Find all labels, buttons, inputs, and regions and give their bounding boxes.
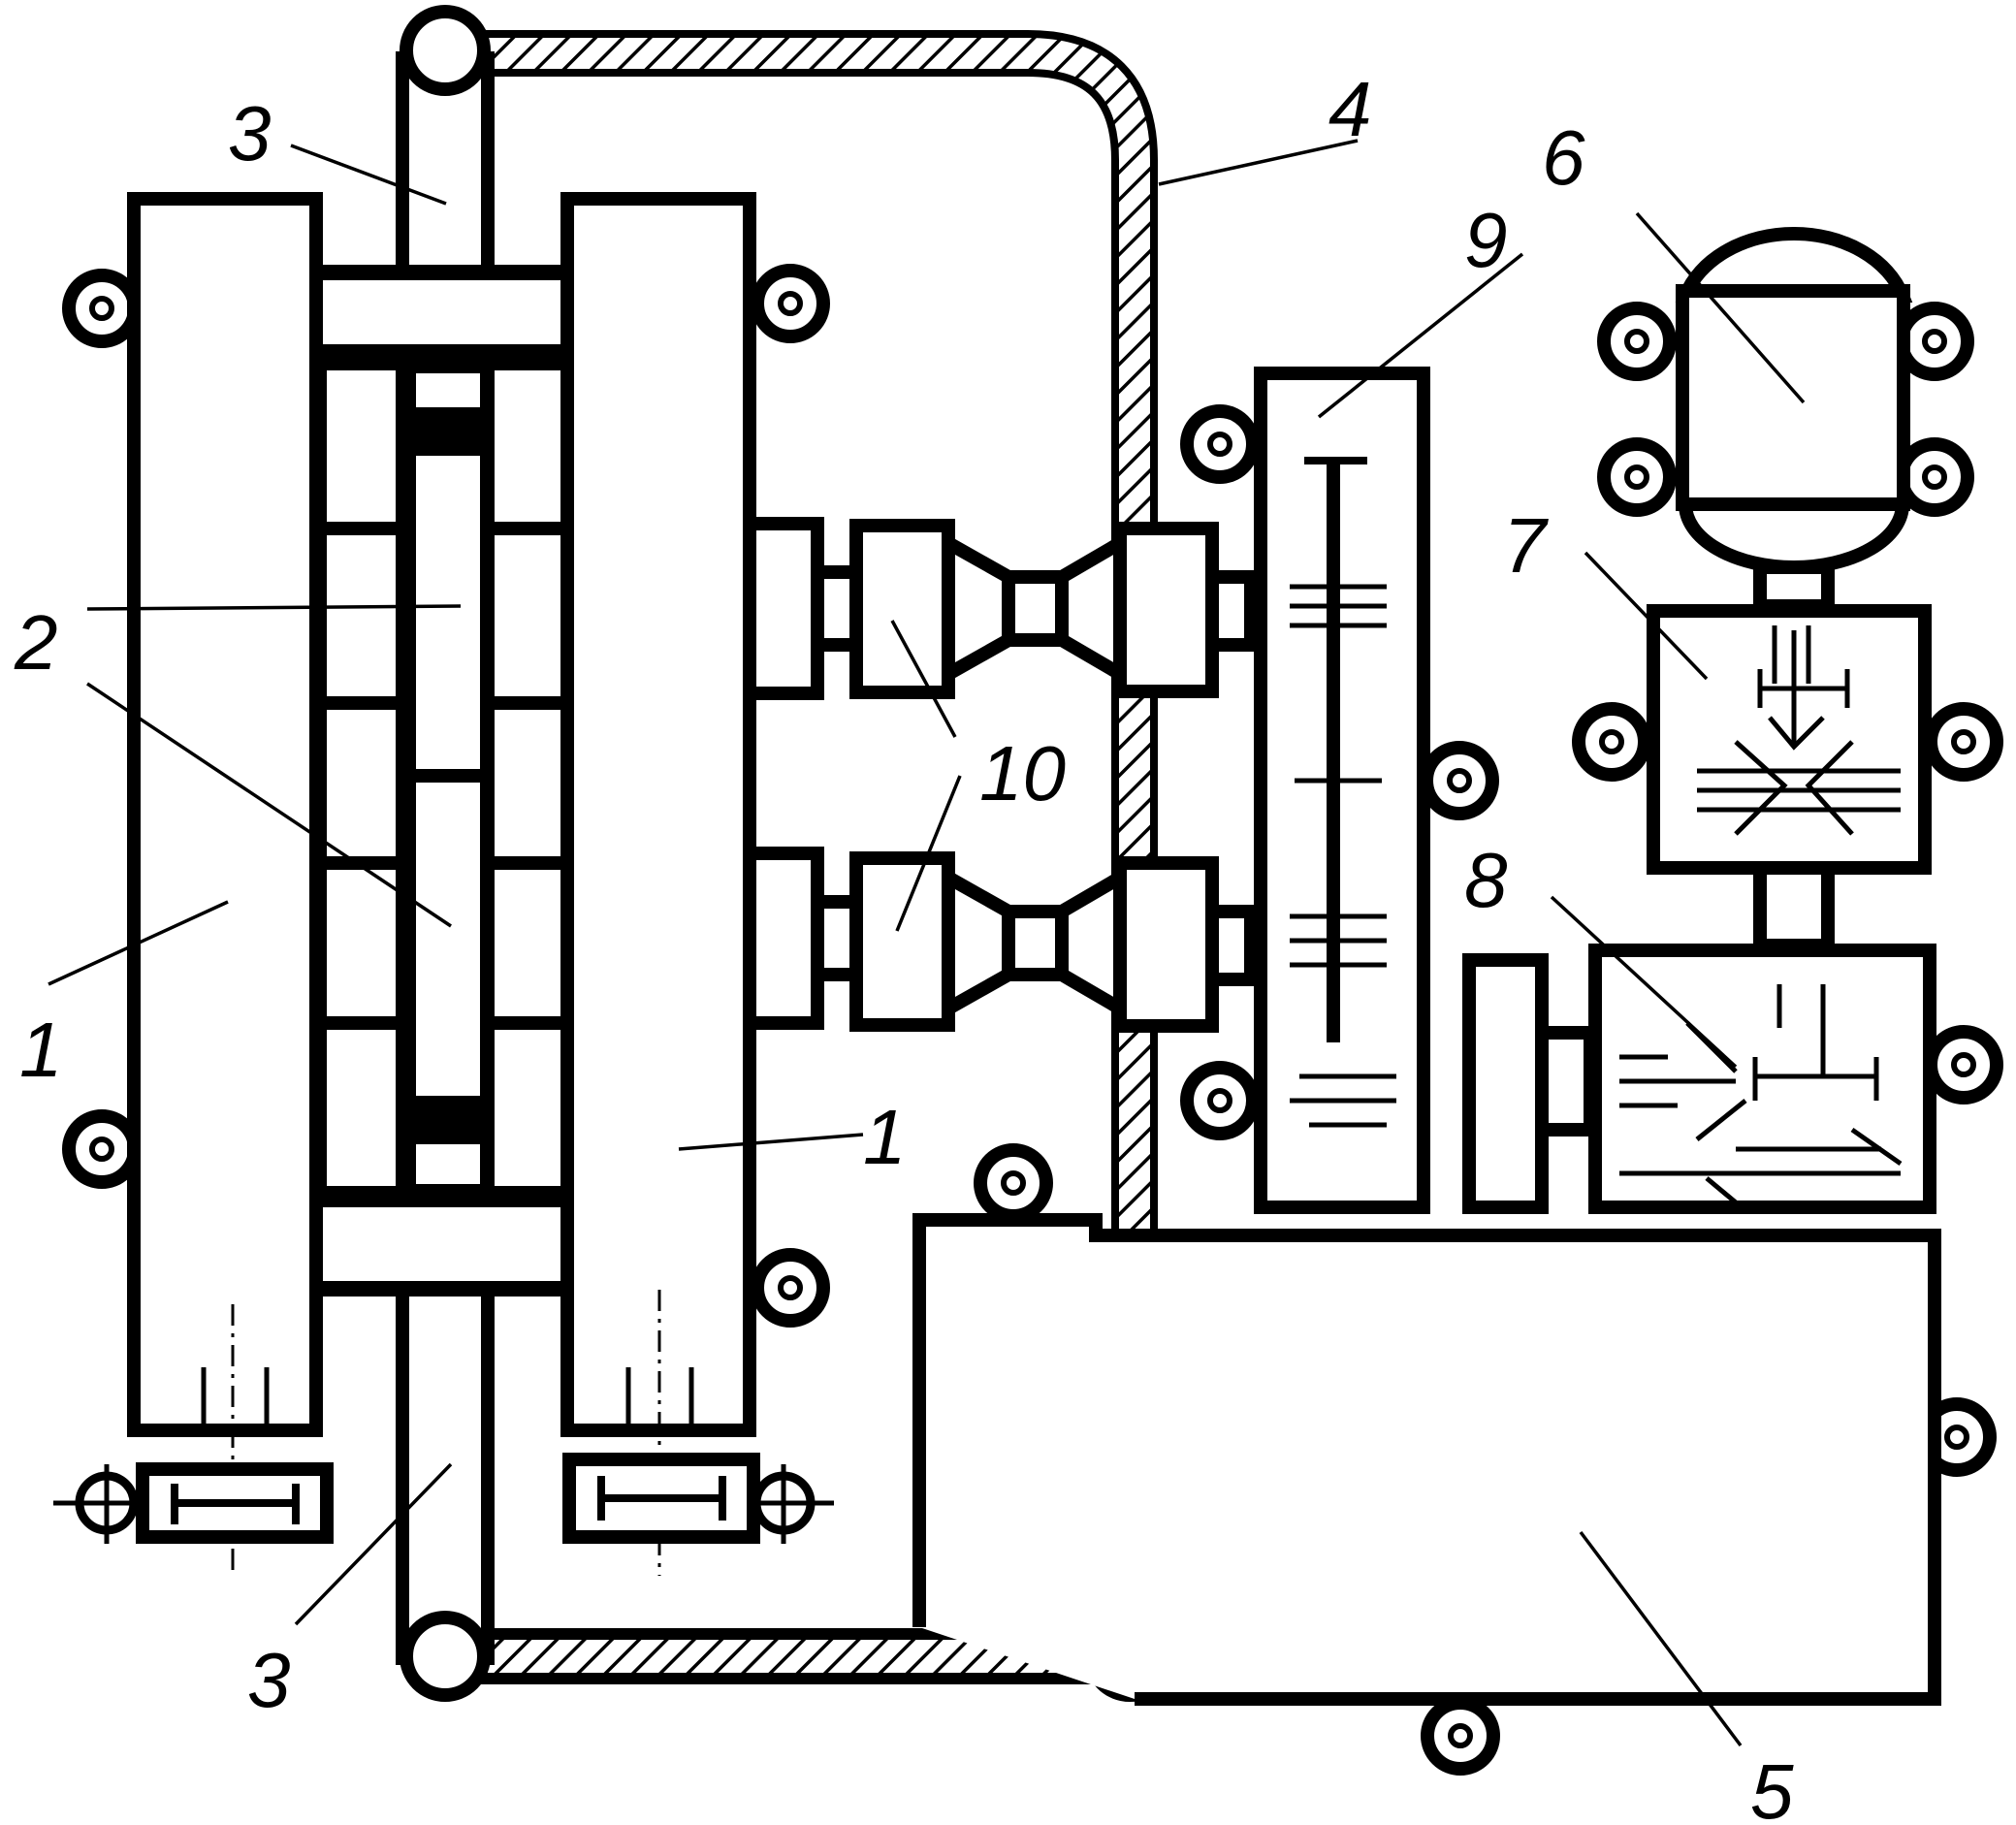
crossbar-bottom	[308, 1194, 579, 1295]
beam-1-right	[560, 192, 756, 1576]
roll-assembly-10-lower	[743, 847, 1258, 1033]
beam-1-left	[127, 192, 323, 1571]
reducer-7	[1647, 604, 1932, 952]
label-1-right: 1	[863, 1094, 907, 1180]
label-2: 2	[14, 599, 58, 686]
motor-6	[1675, 227, 1913, 613]
coupling-block	[1462, 953, 1549, 1214]
label-8: 8	[1464, 837, 1508, 923]
label-6: 6	[1542, 114, 1585, 201]
label-4: 4	[1328, 66, 1372, 152]
shaft-link	[1535, 1026, 1597, 1137]
labels: 3 4 6 9 7 8 2 1 1 10 3 5	[14, 66, 1794, 1825]
leader-lines	[48, 139, 1806, 1747]
tube-3-top	[396, 5, 495, 278]
tube-3-bottom	[396, 1273, 495, 1702]
label-3-top: 3	[228, 90, 272, 176]
unit-8	[1588, 944, 1936, 1214]
gearbox-9	[1254, 367, 1430, 1214]
workpiece-2	[402, 360, 494, 1198]
crossbar-top	[308, 267, 579, 358]
pipeline-4	[456, 30, 1158, 1459]
label-5: 5	[1750, 1748, 1794, 1825]
screw-jack-right	[562, 1453, 834, 1544]
roll-assembly-10-upper	[743, 517, 1258, 700]
label-3-bottom: 3	[247, 1637, 291, 1723]
label-9: 9	[1464, 197, 1508, 283]
tank-5	[912, 1213, 1941, 1706]
label-7: 7	[1503, 502, 1549, 589]
label-10: 10	[979, 730, 1066, 816]
screw-jack-left	[53, 1462, 334, 1544]
label-1-left: 1	[19, 1007, 63, 1093]
